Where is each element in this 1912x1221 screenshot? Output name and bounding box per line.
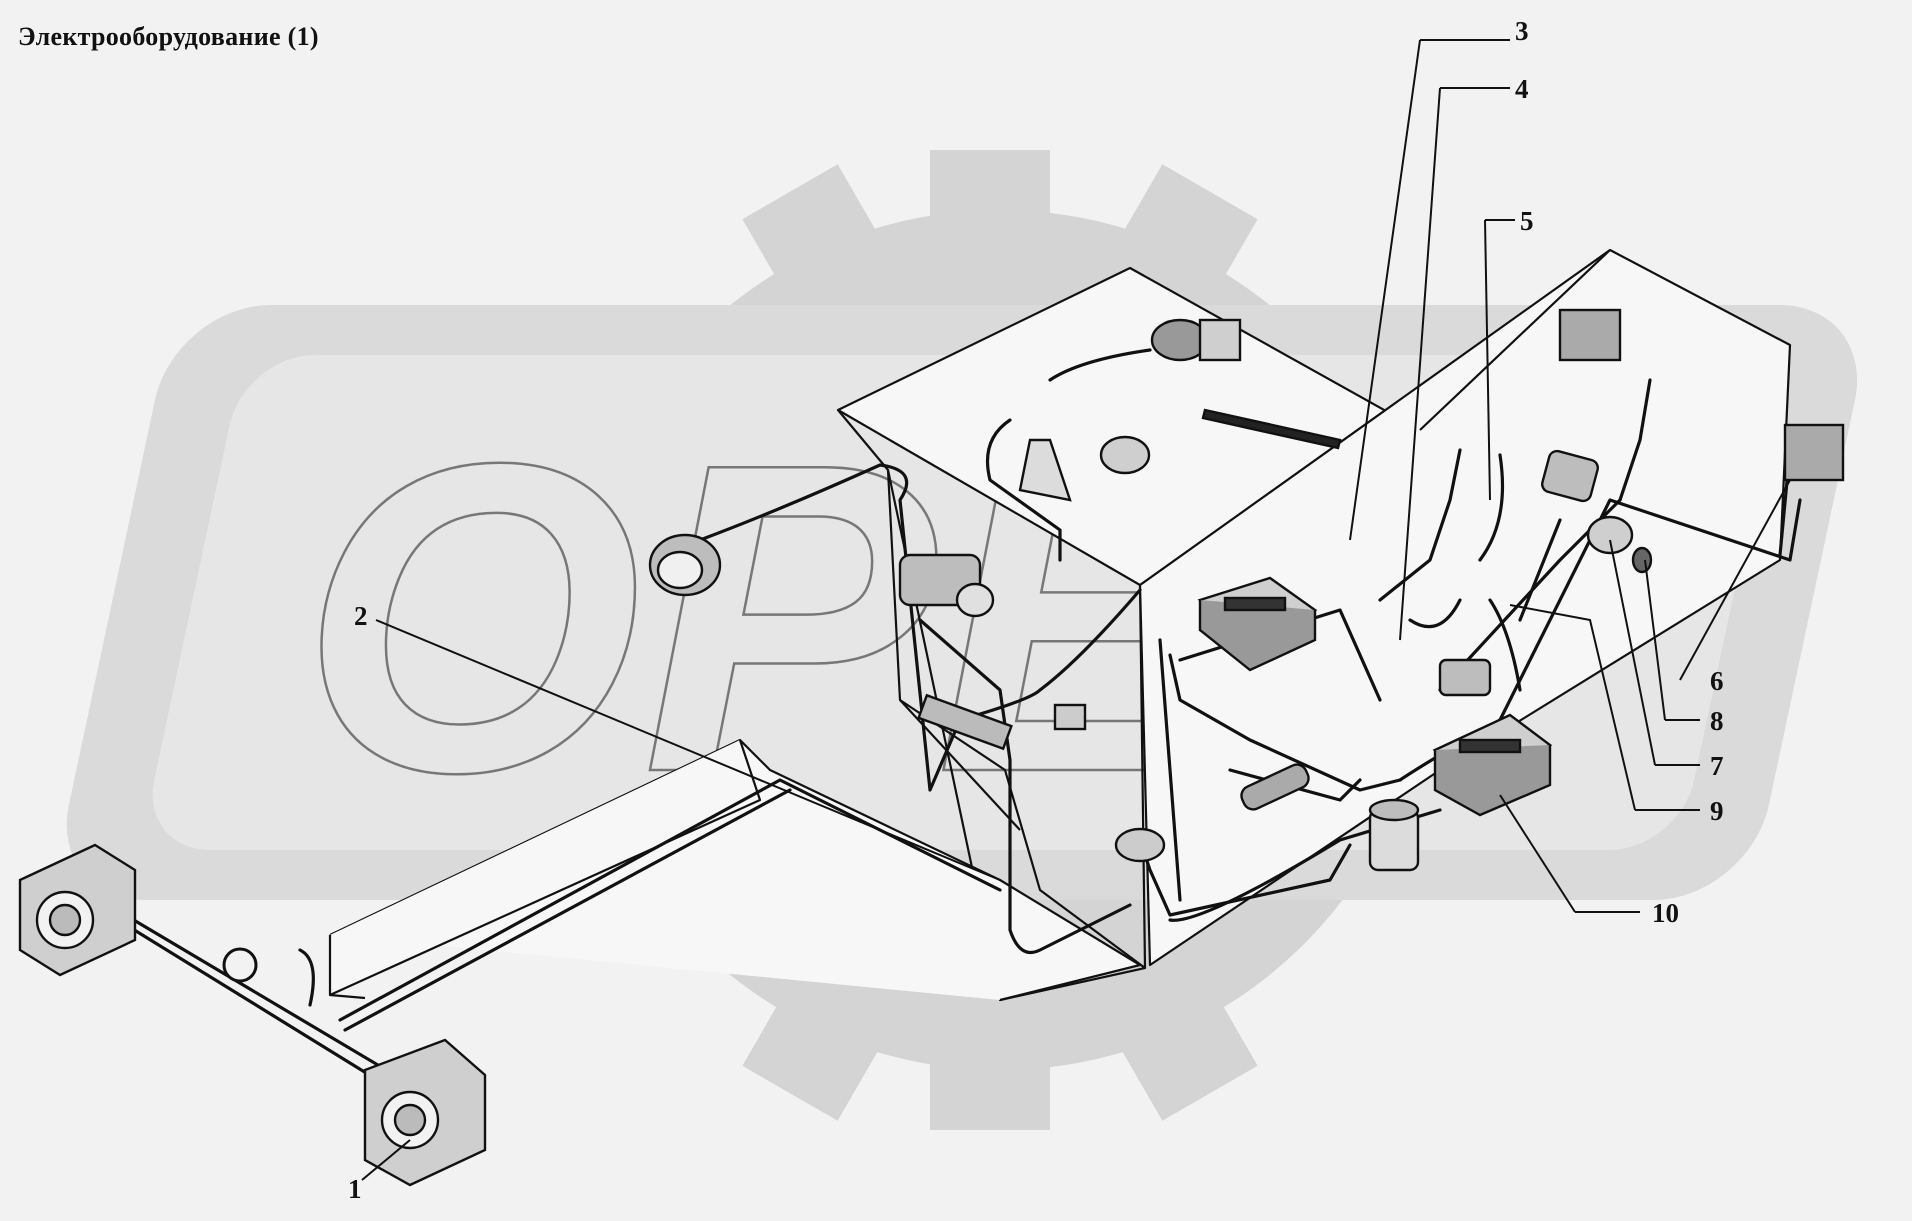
relay-box-top [1558,308,1622,362]
callout-2: 2 [354,601,1001,881]
components [18,308,1845,1187]
headlamp-right [363,1038,487,1187]
switch-cone [1018,438,1072,502]
callout-6: 6 [1679,479,1791,696]
switch-round [1114,827,1166,863]
headlamp-left [18,843,137,977]
pilot-lamp [1631,546,1653,574]
fuse-block-upper [1197,576,1318,672]
callout-7: 7 [1609,539,1724,781]
callouts: 1 2 3 4 5 6 8 [348,16,1791,1204]
callout-label: 8 [1710,706,1724,736]
page-title: Электрооборудование (1) [18,22,319,51]
callout-label: 4 [1515,74,1529,104]
round-lamp [648,533,722,597]
heater-motor [898,553,995,618]
callout-label: 2 [354,601,368,631]
connector-small [1053,703,1087,731]
callout-label: 1 [348,1174,362,1204]
callout-1: 1 [348,1139,411,1204]
buzzer [1586,515,1634,555]
callout-8: 8 [1644,559,1724,736]
callout-label: 3 [1515,16,1529,46]
callout-label: 7 [1710,751,1724,781]
callout-label: 6 [1710,666,1724,696]
callout-5: 5 [1484,206,1534,501]
relay-unit [1438,658,1492,697]
sensor-cylinder [1368,798,1420,872]
gauge-small [1099,435,1151,475]
callout-label: 9 [1710,796,1724,826]
callout-3: 3 [1349,16,1529,541]
callout-label: 10 [1652,898,1679,928]
callout-label: 5 [1520,206,1534,236]
switch-rocker [1541,449,1599,503]
wiper-motor [1150,318,1342,450]
headlamp-beam [328,738,1142,1002]
fuse-block-lower [1432,713,1553,817]
relay-box-right [1783,423,1845,482]
relay-bar [917,693,1013,751]
callout-9: 9 [1509,604,1724,826]
callout-10: 10 [1499,794,1679,928]
sensor-pressure [1240,763,1310,811]
horn [222,947,258,983]
callout-4: 4 [1399,74,1529,641]
